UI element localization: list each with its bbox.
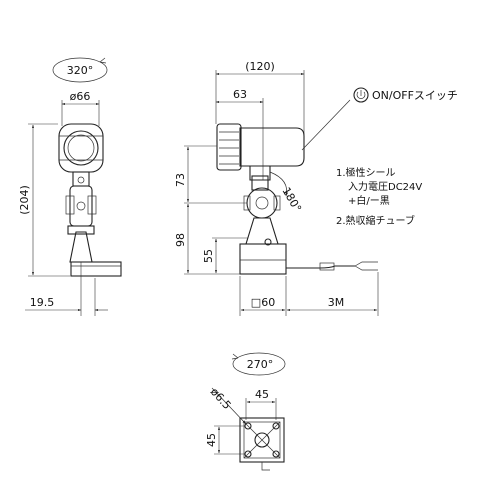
- front-height-label: (204): [18, 185, 31, 215]
- tilt-angle-label: 180°: [279, 185, 304, 214]
- front-view: 320° ø66 (204) 19.5: [18, 57, 122, 316]
- note-line-2: 入力電圧DC24V: [348, 180, 422, 193]
- base-pitch-v-label: 45: [205, 433, 218, 447]
- side-height-upper-label: 73: [174, 173, 187, 187]
- cable: [286, 265, 355, 269]
- switch-symbol-icon: [353, 87, 369, 103]
- front-offset-label: 19.5: [30, 296, 55, 309]
- front-rotation-label: 320°: [67, 64, 94, 77]
- side-view: (120) 63 ON/OFFスイッチ 180°: [174, 60, 458, 316]
- base-pitch-h-label: 45: [255, 388, 269, 401]
- cable-length-label: 3M: [328, 296, 345, 309]
- base-view: 270° 45 ø6.5 45: [205, 352, 286, 471]
- side-head-length-label: 63: [233, 88, 247, 101]
- side-base-width-label: □60: [251, 296, 275, 309]
- front-base: [70, 261, 122, 277]
- side-base: [239, 243, 287, 275]
- switch-label: ON/OFFスイッチ: [372, 89, 458, 102]
- side-base-height-label: 55: [202, 249, 215, 263]
- side-height-lower-label: 98: [174, 233, 187, 247]
- side-joint: [246, 187, 278, 219]
- rotation-ellipse: [52, 57, 108, 83]
- notes: 1.極性シール 入力電圧DC24V +白/ー黒 2.熱収縮チューブ: [336, 166, 422, 227]
- base-rotation-label: 270°: [247, 358, 274, 371]
- front-base-upper: [69, 231, 93, 263]
- side-length-label: (120): [245, 60, 275, 73]
- side-head-body: [239, 127, 305, 167]
- base-rotation-ellipse: [232, 352, 286, 376]
- note-line-3: +白/ー黒: [348, 194, 390, 207]
- note-line-1: 1.極性シール: [336, 166, 396, 179]
- side-head-cap: [216, 123, 242, 171]
- note-line-4: 2.熱収縮チューブ: [336, 214, 415, 227]
- base-hole-label: ø6.5: [208, 385, 234, 412]
- front-diameter-label: ø66: [70, 90, 91, 103]
